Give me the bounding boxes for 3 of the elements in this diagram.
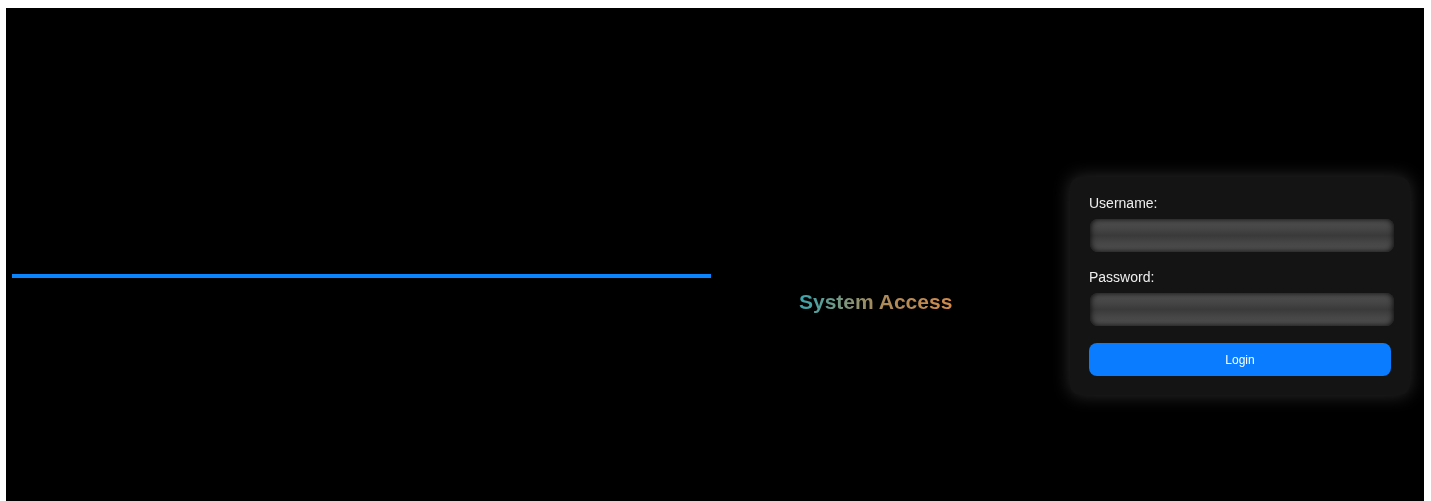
login-button: Login (1089, 343, 1391, 376)
field-label: Username: (1089, 195, 1158, 211)
field-label: Password: (1089, 269, 1155, 285)
